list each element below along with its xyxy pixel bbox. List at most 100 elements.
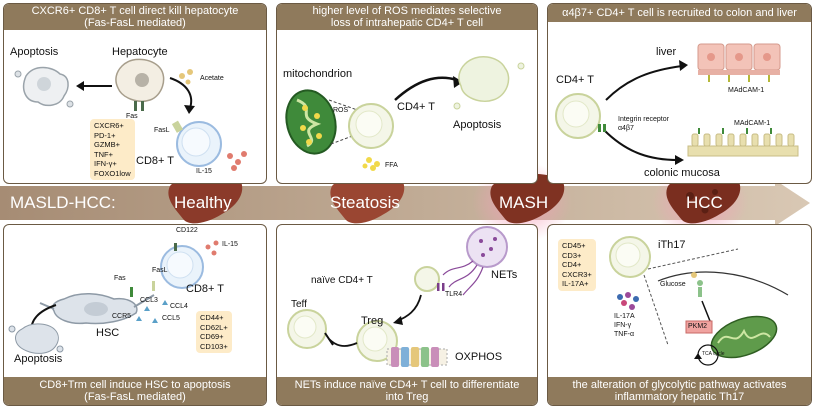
teff-label: Teff [291, 299, 307, 310]
marker: CD103+ [200, 341, 228, 351]
ith17-marker-list: CD45+ CD3+ CD4+ CXCR3+ IL-17A+ [558, 239, 596, 291]
pkm2-box [685, 320, 713, 334]
tumor-spot [712, 189, 718, 195]
liver-healthy-icon [168, 173, 243, 224]
pkm2-label: PKM2 [688, 323, 708, 330]
marker: CD69+ [200, 332, 224, 341]
panel-a4b7-recruitment: α4β7+ CD4+ T cell is recruited to colon … [547, 3, 812, 184]
panel-nets-treg: NETs induce naïve CD4+ T cell to differe… [276, 224, 538, 406]
hepatocyte-label: Hepatocyte [112, 46, 168, 58]
apoptosis-label: Apoptosis [10, 46, 59, 58]
il15-label: IL-15 [222, 241, 238, 248]
mitochondrion-icon [710, 315, 778, 359]
header-line: α4β7+ CD4+ T cell is recruited to colon … [562, 7, 797, 19]
cd4-t-label: CD4+ T [397, 101, 436, 113]
header-line: (Fas-FasL mediated) [84, 17, 186, 29]
panel1-graphic [14, 58, 247, 171]
liver-tissue-icon [697, 43, 781, 82]
ccl5-label: CCL5 [162, 315, 180, 322]
marker: CD44+ [200, 313, 224, 322]
treg-label: Treg [361, 315, 384, 327]
apoptotic-cell-icon [458, 56, 510, 102]
ith17-label: iTh17 [658, 239, 686, 251]
inhibit-arrow-icon [328, 338, 358, 347]
marker: FOXO1low [94, 168, 131, 178]
marker: IFN-γ+ [94, 159, 117, 168]
cd8-marker-list: CXCR6+ PD-1+ GZMB+ TNF+ IFN-γ+ FOXO1low [90, 119, 135, 180]
stage-steatosis: Steatosis [330, 193, 400, 212]
acetate-label: Acetate [200, 75, 224, 82]
cytokine-label: TNF-α [614, 331, 634, 338]
footer-line: CD8+Trm cell induce HSC to apoptosis [39, 379, 231, 391]
footer-line: the alteration of glycolytic pathway act… [572, 379, 787, 391]
cd8-t-label: CD8+ T [136, 155, 175, 167]
panel-footer: CD8+Trm cell induce HSC to apoptosis (Fa… [4, 377, 266, 405]
panel-header: α4β7+ CD4+ T cell is recruited to colon … [548, 4, 811, 22]
apoptotic-nucleus [37, 77, 51, 91]
marker: CXCR3+ [562, 269, 592, 279]
panel5-graphic [287, 226, 508, 367]
tumor-spot [701, 206, 709, 214]
fas-label: Fas [126, 113, 138, 120]
madcam-liver-label: MAdCAM-1 [728, 87, 765, 94]
arrow-icon [394, 76, 458, 101]
oxphos-label: OXPHOS [455, 351, 503, 363]
hsc-label: HSC [96, 327, 120, 339]
footer-line: NETs induce naïve CD4+ T cell to differe… [294, 379, 520, 391]
nets-label: NETs [491, 269, 518, 281]
liver-steatosis-icon [330, 173, 405, 224]
cytokine-label: IFN-γ [614, 322, 632, 329]
panel-th17-glycolysis: the alteration of glycolytic pathway act… [547, 224, 812, 406]
panel-cd8-hepatocyte: CXCR6+ CD8+ T cell direct kill hepatocyt… [3, 3, 267, 184]
footer-line: inflammatory hepatic Th17 [614, 391, 745, 403]
marker: IL-17A+ [562, 279, 589, 288]
naive-cd4-label: naïve CD4+ T [311, 275, 373, 286]
marker: CD3+ [562, 250, 582, 260]
marker: CXCR6+ [94, 121, 124, 130]
arrow-icon [605, 65, 683, 101]
ccl4-label: CCL4 [170, 303, 188, 310]
colonic-mucosa-label: colonic mucosa [644, 167, 720, 179]
hepatocyte-nucleus [135, 73, 149, 87]
liver-label: liver [656, 46, 677, 58]
panel-footer: the alteration of glycolytic pathway act… [548, 377, 811, 405]
apoptosis-label: Apoptosis [14, 353, 63, 365]
cd4-t-label: CD4+ T [556, 74, 595, 86]
colon-tissue-icon [687, 128, 799, 157]
header-line: CXCR6+ CD8+ T cell direct kill hepatocyt… [31, 5, 239, 17]
stage-mash: MASH [499, 193, 549, 212]
cytokine-label: IL-17A [614, 313, 635, 320]
naive-cd4-t-cell-icon [414, 266, 440, 292]
cd122-label: CD122 [176, 227, 198, 234]
nets-neutrophil-icon [466, 226, 508, 268]
cd8-t-label: CD8+ T [186, 283, 225, 295]
mitochondrion-label: mitochondrion [283, 68, 353, 80]
fasl-label: FasL [152, 267, 168, 274]
header-line: loss of intrahepatic CD4+ T cell [330, 17, 484, 29]
panel3-graphic [555, 43, 799, 165]
marker: GZMB+ [94, 140, 121, 149]
marker: PD-1+ [94, 130, 116, 140]
arrow-icon [169, 77, 193, 109]
tlr4-label: TLR4 [445, 291, 463, 298]
panel-footer: NETs induce naïve CD4+ T cell to differe… [277, 377, 537, 405]
integrin-label: Integrin receptor [618, 116, 669, 123]
cd8trm-marker-list: CD44+ CD62L+ CD69+ CD103+ [196, 311, 232, 353]
integrin-subunit-label: α4β7 [618, 125, 634, 132]
apoptotic-cell-icon [15, 323, 59, 354]
header-line: higher level of ROS mediates selective [312, 5, 502, 17]
marker: CD62L+ [200, 322, 228, 332]
panel2-graphic [285, 56, 525, 171]
ros-label: ROS [333, 107, 349, 114]
marker: TNF+ [94, 149, 113, 159]
oxphos-membrane-icon [386, 347, 448, 367]
madcam-colon-label: MAdCAM-1 [734, 120, 771, 127]
glucose-label: Glucose [660, 281, 686, 288]
stage-healthy: Healthy [174, 193, 232, 212]
footer-line: into Treg [385, 391, 429, 403]
ccr5-label: CCR5 [112, 313, 132, 320]
fasl-label: FasL [154, 127, 170, 134]
panel4-graphic [8, 240, 219, 354]
ccl3-label: CCL3 [140, 297, 158, 304]
apoptosis-label: Apoptosis [453, 119, 502, 131]
